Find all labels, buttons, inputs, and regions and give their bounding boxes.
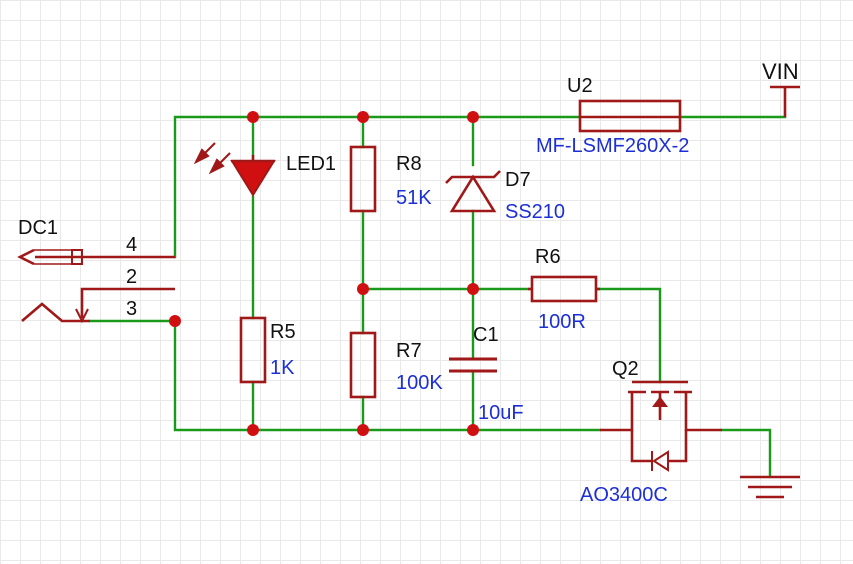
led1-symbol[interactable] bbox=[193, 142, 276, 197]
wire-bottom-rail bbox=[173, 319, 602, 432]
c1-designator: C1 bbox=[473, 324, 499, 346]
d7-designator: D7 bbox=[505, 169, 531, 191]
vin-net-label: VIN bbox=[762, 59, 799, 84]
c1-value: 10uF bbox=[478, 402, 524, 424]
vin-power-port[interactable] bbox=[770, 85, 800, 117]
dc1-designator: DC1 bbox=[18, 217, 58, 239]
junction-dot bbox=[247, 424, 259, 436]
q2-mosfet-symbol[interactable] bbox=[600, 380, 722, 472]
c1-capacitor-symbol[interactable] bbox=[449, 357, 497, 373]
r7-value: 100K bbox=[396, 372, 443, 394]
d7-value: SS210 bbox=[505, 201, 565, 223]
ground-symbol[interactable] bbox=[740, 475, 800, 499]
dc1-pin-label: 3 bbox=[126, 298, 137, 320]
dc1-pin-label: 2 bbox=[126, 266, 137, 288]
q2-designator: Q2 bbox=[612, 358, 639, 380]
r6-resistor-symbol[interactable] bbox=[528, 275, 600, 303]
junction-dot bbox=[467, 424, 479, 436]
d7-zener-symbol[interactable] bbox=[445, 170, 501, 213]
r6-value: 100R bbox=[538, 311, 586, 333]
dc1-pin-label: 4 bbox=[126, 234, 137, 256]
led1-designator: LED1 bbox=[286, 153, 336, 175]
junction-dot bbox=[247, 111, 259, 123]
junction-dots bbox=[169, 111, 479, 436]
r7-designator: R7 bbox=[396, 340, 422, 362]
u2-designator: U2 bbox=[567, 75, 593, 97]
q2-value: AO3400C bbox=[580, 484, 668, 506]
r6-designator: R6 bbox=[535, 246, 561, 268]
r5-designator: R5 bbox=[270, 321, 296, 343]
u2-value: MF-LSMF260X-2 bbox=[536, 135, 689, 157]
junction-dot bbox=[467, 111, 479, 123]
r8-designator: R8 bbox=[396, 153, 422, 175]
wire-source-ground bbox=[720, 428, 772, 477]
wire-top-rail bbox=[173, 115, 582, 259]
r7-resistor-symbol[interactable] bbox=[349, 331, 377, 399]
r5-resistor-symbol[interactable] bbox=[239, 316, 267, 384]
junction-dot bbox=[357, 424, 369, 436]
u2-fuse-symbol[interactable] bbox=[578, 99, 682, 133]
junction-dot bbox=[357, 283, 369, 295]
r8-resistor-symbol[interactable] bbox=[349, 145, 377, 213]
r8-value: 51K bbox=[396, 187, 432, 209]
junction-dot bbox=[169, 315, 181, 327]
junction-dot bbox=[357, 111, 369, 123]
dc1-jack-symbol[interactable] bbox=[17, 248, 175, 324]
wire-r6-gate bbox=[596, 287, 662, 384]
junction-dot bbox=[467, 283, 479, 295]
wires bbox=[88, 115, 787, 477]
r5-value: 1K bbox=[270, 357, 295, 379]
